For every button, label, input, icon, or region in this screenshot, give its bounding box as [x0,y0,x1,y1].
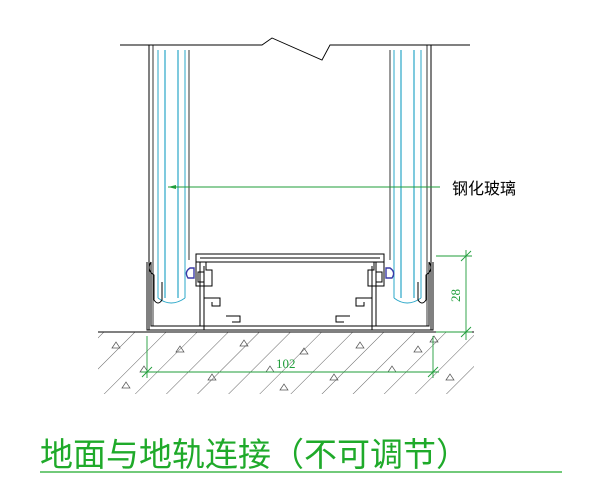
glass-leader-line [168,185,440,189]
height-dimension-label: 28 [448,289,463,302]
right-glass-panel [389,45,432,330]
floor-rail-profile [146,253,434,331]
floor-slab [98,331,474,394]
width-dimension-label: 102 [276,356,296,371]
right-gasket [385,267,395,279]
break-line [120,37,470,61]
width-dimension [141,336,439,378]
left-gasket [185,267,195,279]
height-dimension [436,250,472,340]
glass-label: 钢化玻璃 [452,179,516,198]
left-glass-panel [148,45,190,330]
drawing-title: 地面与地轨连接（不可调节） [40,435,469,474]
